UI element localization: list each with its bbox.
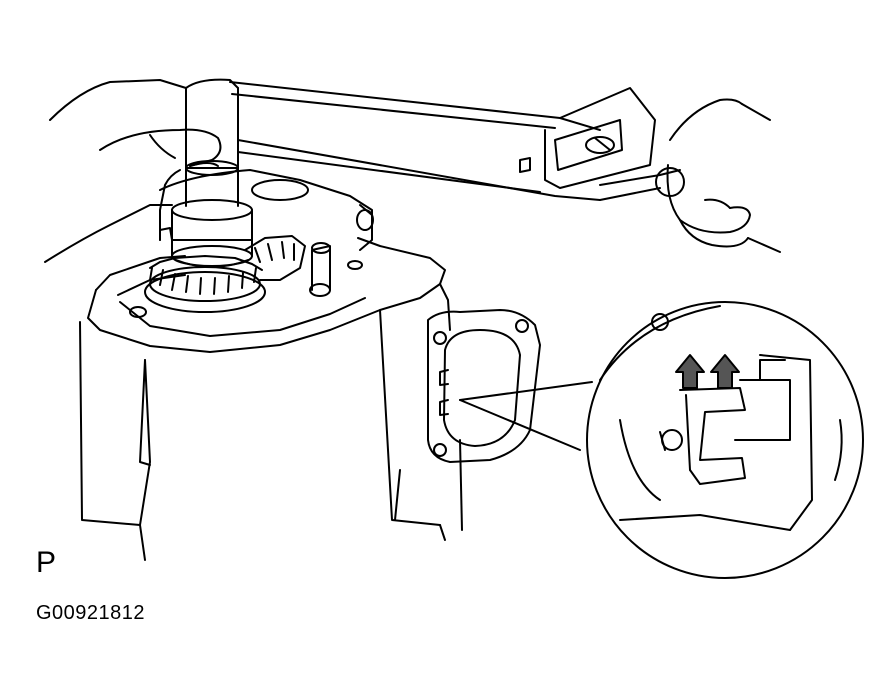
detail-magnifier	[587, 302, 863, 578]
gear-assembly	[130, 228, 362, 317]
bearing-flange	[428, 310, 540, 462]
transmission-case	[80, 238, 462, 560]
up-arrow-icon	[676, 355, 739, 388]
left-hand	[45, 80, 220, 262]
torque-wrench	[186, 80, 684, 200]
right-hand	[668, 100, 781, 253]
view-letter-label: P	[36, 546, 57, 579]
figure-code-label: G00921812	[36, 602, 146, 624]
callout-pointer	[460, 382, 592, 450]
housing-plate	[160, 170, 373, 250]
shaft-collar	[172, 161, 252, 267]
